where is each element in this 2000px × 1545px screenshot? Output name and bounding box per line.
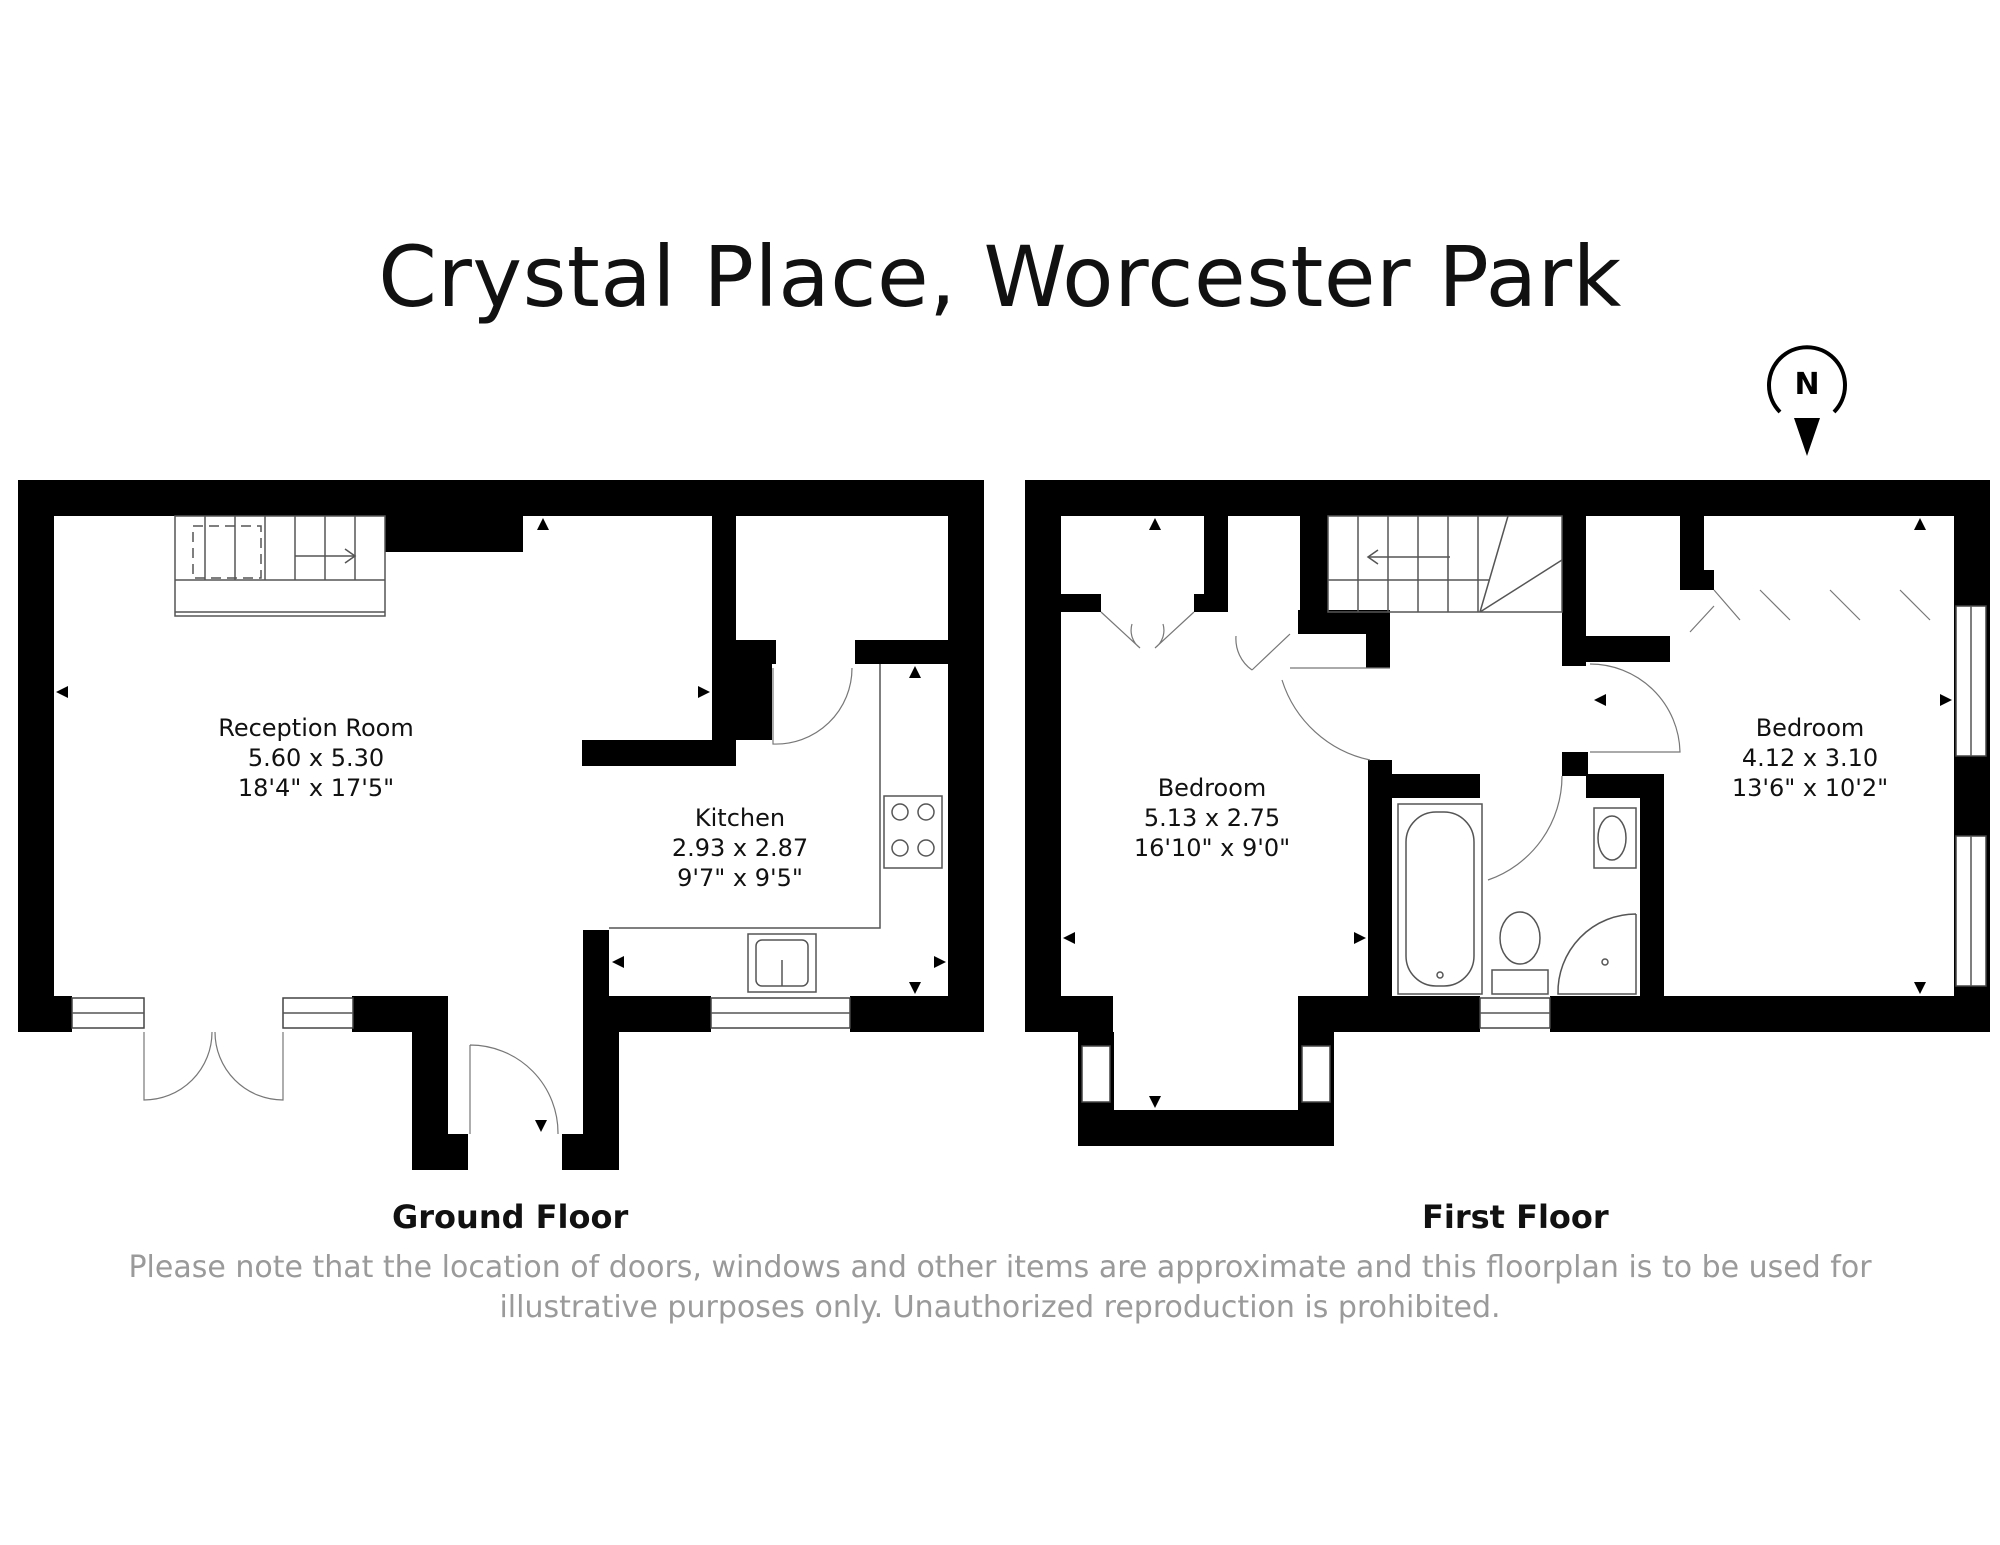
gf-wall-right	[948, 480, 984, 1032]
ff-toilet	[1491, 911, 1549, 995]
gf-room-reception-imperial: 18'4" x 17'5"	[238, 774, 394, 802]
ff-bath-wall-top	[1368, 774, 1480, 798]
gf-room-kitchen-name: Kitchen	[695, 804, 785, 832]
ff-room-bedroom-2-name: Bedroom	[1756, 714, 1865, 742]
ff-room-bedroom-2-imperial: 13'6" x 10'2"	[1732, 774, 1888, 802]
compass-north-icon: N	[1767, 345, 1847, 456]
ff-bath-wall-top-right	[1586, 774, 1664, 798]
ground-floor-plan	[18, 480, 984, 1170]
ff-cupboard-door	[1235, 633, 1291, 671]
ff-staircase	[1327, 515, 1563, 613]
gf-marker-7	[909, 982, 921, 994]
gf-kitchen-worktop	[609, 664, 881, 929]
gf-room-reception-metric: 5.60 x 5.30	[248, 744, 384, 772]
ff-wall-right-bedroom-pier	[1680, 570, 1714, 590]
compass-label: N	[1794, 367, 1819, 402]
ff-wall-bottom-3	[1550, 996, 1990, 1032]
ff-wardrobe-doors-right	[1689, 589, 1931, 633]
ff-marker-4	[1149, 1096, 1161, 1108]
gf-kitchen-hob	[883, 795, 943, 869]
first-floor-label: First Floor	[1422, 1198, 1609, 1236]
ff-wall-stair-left	[1304, 516, 1328, 616]
first-floor-plan	[1025, 480, 1990, 1146]
ff-bedroom-door-left	[1281, 679, 1371, 761]
ff-wall-stair-bottom	[1586, 636, 1670, 662]
ff-landing-wall	[1562, 752, 1588, 776]
ground-floor-label: Ground Floor	[392, 1198, 629, 1236]
disclaimer-text: Please note that the location of doors, …	[128, 1250, 1872, 1325]
gf-staircase	[174, 515, 386, 617]
ff-bay-window-left	[1081, 1045, 1111, 1103]
gf-kitchen-stub	[583, 930, 609, 1000]
gf-kitchen-sink	[747, 933, 817, 993]
gf-marker-1	[537, 518, 549, 530]
gf-room-reception-name: Reception Room	[218, 714, 414, 742]
ff-marker-3	[1354, 932, 1366, 944]
ff-marker-8	[1594, 694, 1606, 706]
gf-marker-6	[934, 956, 946, 968]
ff-wall-cupboard-1	[1204, 516, 1228, 612]
ff-bath-wall-left	[1368, 760, 1392, 1000]
gf-cupboard-wall-left	[736, 640, 776, 664]
gf-marker-3	[698, 686, 710, 698]
gf-marker-4	[909, 666, 921, 678]
ff-bathroom-door	[1487, 775, 1563, 881]
ff-marker-5	[1914, 518, 1926, 530]
gf-wall-top	[18, 480, 984, 516]
ff-wall-bottom-2	[1298, 996, 1480, 1032]
gf-marker-5	[612, 956, 624, 968]
ff-wall-top	[1025, 480, 1990, 516]
ff-wardrobe-wall-left	[1061, 594, 1101, 612]
ff-bay-window-right	[1301, 1045, 1331, 1103]
gf-porch-left-foot	[412, 1134, 468, 1170]
plan-title: Crystal Place, Worcester Park	[378, 228, 1622, 326]
ff-room-bedroom-2-metric: 4.12 x 3.10	[1742, 744, 1878, 772]
ff-wall-stair-right	[1562, 516, 1586, 666]
gf-cupboard-wall	[855, 640, 948, 664]
gf-room-kitchen-imperial: 9'7" x 9'5"	[677, 864, 803, 892]
gf-partition-horizontal	[582, 740, 736, 766]
gf-wall-bottom-4	[850, 996, 984, 1032]
ff-marker-7	[1914, 982, 1926, 994]
ff-basin	[1593, 807, 1637, 869]
gf-front-door	[469, 1044, 559, 1135]
gf-porch-right-foot	[562, 1134, 619, 1170]
gf-wall-bottom-1	[18, 996, 72, 1032]
gf-marker-2	[56, 686, 68, 698]
gf-wall-left	[18, 480, 54, 1032]
ff-room-bedroom-1-name: Bedroom	[1158, 774, 1267, 802]
ff-wardrobe-doors-left	[1100, 611, 1195, 649]
ff-room-bedroom-1-imperial: 16'10" x 9'0"	[1134, 834, 1290, 862]
ff-marker-6	[1940, 694, 1952, 706]
ff-marker-1	[1149, 518, 1161, 530]
ff-wall-bottom-1	[1025, 996, 1113, 1032]
gf-french-door-left	[143, 1031, 213, 1101]
ff-bedroom-door-right	[1589, 663, 1681, 753]
ff-bay-bottom	[1078, 1110, 1334, 1146]
gf-kitchen-door	[772, 667, 853, 745]
gf-room-kitchen-metric: 2.93 x 2.87	[672, 834, 808, 862]
gf-marker-8	[535, 1120, 547, 1132]
gf-french-door-right	[214, 1031, 284, 1101]
ff-bathtub	[1397, 803, 1483, 995]
gf-partition-vertical	[712, 516, 736, 742]
gf-wall-stair-block	[385, 516, 523, 552]
ff-shower	[1557, 913, 1637, 995]
ff-wall-right-bedroom-pier2	[1954, 570, 1964, 590]
ff-bath-wall-right	[1640, 774, 1664, 1000]
ff-marker-2	[1063, 932, 1075, 944]
ff-wall-left	[1025, 480, 1061, 1032]
ff-room-bedroom-1-metric: 5.13 x 2.75	[1144, 804, 1280, 832]
